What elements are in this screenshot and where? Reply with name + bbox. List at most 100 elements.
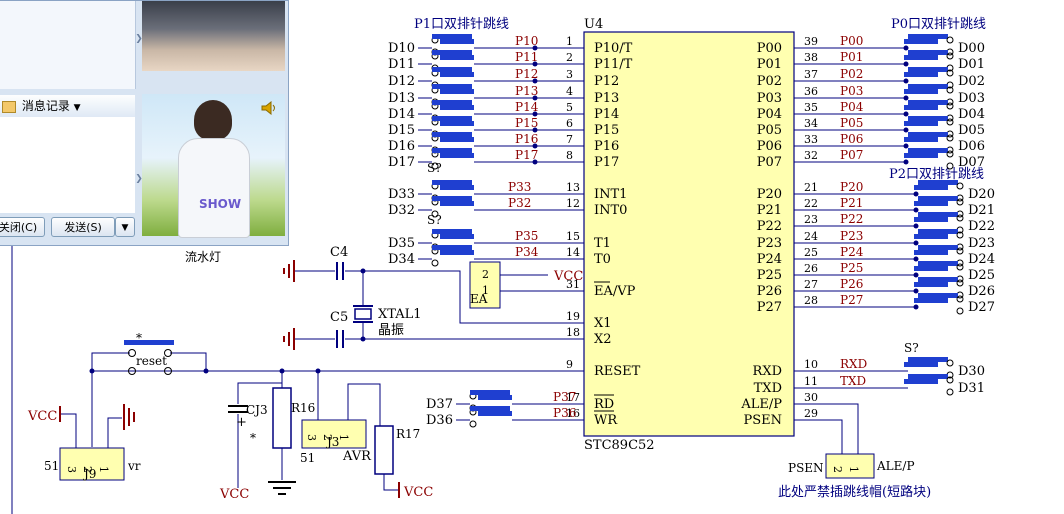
chip-ref: U4 [584, 17, 603, 32]
ea-vcc: VCC [553, 269, 583, 284]
pin-name: P02 [757, 74, 782, 89]
pin-number: 26 [804, 262, 818, 275]
net-label: P06 [840, 132, 863, 146]
pin-number: 14 [566, 246, 580, 259]
psen-right-label: ALE/P [876, 459, 915, 473]
send-options-dropdown-icon[interactable]: ▼ [115, 217, 135, 237]
d-label: D27 [968, 300, 995, 315]
net-label: P15 [515, 116, 538, 130]
d-label: D34 [388, 252, 415, 267]
j3-label: J3 [325, 435, 339, 449]
pin-name: P07 [757, 155, 782, 170]
pin-number: 28 [804, 294, 818, 307]
collapse-arrow-icon[interactable]: ❯ [135, 174, 143, 184]
pin-number: 16 [566, 407, 580, 420]
p0-header: P0口双排针跳线 [891, 17, 986, 32]
d-label: D07 [958, 155, 985, 170]
r17-label: R17 [396, 427, 420, 441]
message-input[interactable] [0, 117, 135, 213]
net-label: P00 [840, 34, 863, 48]
crystal-symbol [354, 308, 372, 320]
net-label: P20 [840, 180, 863, 194]
history-label[interactable]: 消息记录 [21, 99, 70, 113]
dropdown-arrow-icon[interactable]: ▼ [73, 103, 81, 113]
d-label: D10 [388, 41, 415, 56]
pin-name: P21 [757, 203, 782, 218]
d-label: D15 [388, 123, 415, 138]
net-label: P32 [508, 196, 531, 210]
j3-pin-2: 2 [321, 434, 334, 441]
qq-show-text: SHOW [199, 197, 242, 211]
pin-number: 27 [804, 278, 818, 291]
close-button[interactable]: 关闭(C) [0, 217, 45, 237]
d-label: D16 [388, 139, 415, 154]
pin-number: 3 [566, 68, 573, 81]
pin-name: X1 [594, 316, 612, 331]
pin-number: 9 [566, 358, 573, 371]
oscillator-section: C4 C5 XTAL1 晶振 [283, 245, 584, 350]
pin-number: 21 [804, 181, 818, 194]
net-label: P03 [840, 84, 863, 98]
pin-number: 19 [566, 310, 580, 323]
mcu-pin-right: 28 P27 [757, 294, 818, 315]
net-label: P12 [515, 67, 538, 81]
pin-name: P22 [757, 219, 782, 234]
d-label: D22 [968, 219, 995, 234]
j9-pin-2: 2 [81, 466, 94, 473]
pin-name: T1 [594, 236, 611, 251]
pin-number: 29 [804, 407, 818, 420]
ground-symbol-c5 [283, 328, 295, 350]
ea-jumper: 2 1 EA VCC [469, 261, 584, 309]
pin-name: RD [594, 397, 614, 412]
pin-number: 37 [804, 68, 818, 81]
pin-number: 31 [566, 278, 580, 291]
pin-name: EA/VP [594, 284, 636, 299]
pin-number: 15 [566, 230, 580, 243]
net-label: P27 [840, 293, 863, 307]
pin-name: P24 [757, 252, 782, 267]
d-label: D37 [426, 397, 453, 412]
speaker-icon[interactable] [261, 101, 277, 115]
d-label: D31 [958, 381, 985, 396]
pin-number: 39 [804, 35, 818, 48]
pin-name: P27 [757, 300, 782, 315]
chat-display-area [0, 1, 136, 89]
net-label: P01 [840, 50, 863, 64]
j9-vcc: VCC [27, 409, 57, 424]
net-label: P10 [515, 34, 538, 48]
qq-chat-window[interactable]: ❯ ❯ 消息记录 ▼ SHOW 关闭(C) 发送(S) ▼ [0, 0, 289, 246]
pin-name: INT1 [594, 187, 627, 202]
pin-name: RESET [594, 364, 641, 379]
send-button[interactable]: 发送(S) [51, 217, 115, 237]
history-toolbar[interactable]: 消息记录 ▼ [0, 95, 135, 118]
collapse-arrow-icon[interactable]: ❯ [135, 34, 143, 44]
psen-pin-2: 2 [831, 466, 844, 473]
pin-number: 33 [804, 133, 818, 146]
pin-number: 7 [566, 133, 573, 146]
net-label: P22 [840, 212, 863, 226]
mcu-pin-right: 37 P02 [757, 68, 818, 89]
pin-name: TXD [754, 381, 782, 396]
cj3-vcc: VCC [219, 487, 249, 502]
pin-number: 18 [566, 326, 580, 339]
history-icon [2, 100, 16, 113]
mcu-body [583, 31, 795, 437]
